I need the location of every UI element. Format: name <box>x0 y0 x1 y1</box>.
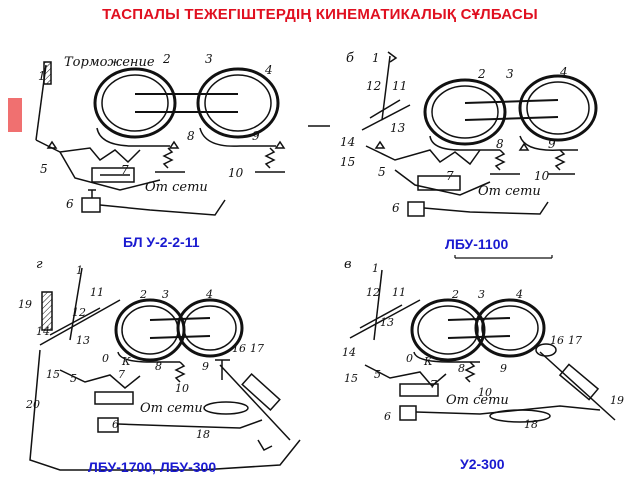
part-label: 15 <box>344 372 358 385</box>
part-label: 13 <box>390 121 406 135</box>
part-label: 14 <box>340 135 355 149</box>
caption-lbu-1700: ЛБУ-1700, ЛБУ-300 <box>88 459 217 475</box>
scheme-lbu-1700-labels: г От сети 0 1 2 3 4 5 6 7 8 9 10 11 12 1… <box>18 257 264 441</box>
scheme-u2-300 <box>349 269 616 423</box>
braking-label: Торможение <box>64 55 155 70</box>
part-label: 3 <box>478 288 485 301</box>
part-label: 19 <box>610 394 624 407</box>
part-label: 5 <box>374 368 381 381</box>
panel-letter: г <box>36 257 43 272</box>
part-label: 20 <box>25 398 40 411</box>
part-label: 4 <box>264 63 273 77</box>
part-label: 17 <box>250 342 264 355</box>
part-label: 7 <box>446 169 454 183</box>
part-label: 13 <box>380 316 394 329</box>
part-label: 10 <box>228 166 244 180</box>
part-label: 9 <box>252 129 260 143</box>
part-label: 18 <box>196 428 210 441</box>
part-label: 9 <box>548 137 556 151</box>
part-label: 1 <box>372 262 379 275</box>
part-label: 2 <box>139 288 147 301</box>
part-label: 18 <box>524 418 538 431</box>
part-label: 12 <box>72 306 86 319</box>
scheme-lbu-1100 <box>361 51 598 217</box>
part-label: 0 <box>406 352 413 365</box>
part-label: 14 <box>342 346 356 359</box>
part-label: 6 <box>66 197 74 211</box>
part-label: 14 <box>36 325 50 338</box>
part-label: 11 <box>392 79 407 93</box>
part-label: 0 <box>102 352 109 365</box>
part-label: 3 <box>162 288 169 301</box>
part-label: 9 <box>500 362 507 375</box>
part-label: 5 <box>378 165 386 179</box>
part-label: 8 <box>187 129 195 143</box>
part-label: 10 <box>478 386 492 399</box>
part-label: 15 <box>340 155 355 169</box>
part-label: 10 <box>534 169 550 183</box>
page-title: ТАСПАЛЫ ТЕЖЕГІШТЕРДІҢ КИНЕМАТИКАЛЫҚ СҰЛБ… <box>102 6 538 23</box>
part-label: 5 <box>40 162 48 176</box>
part-label: 16 <box>550 334 564 347</box>
part-label: 13 <box>76 334 90 347</box>
part-label: 9 <box>202 360 209 373</box>
scheme-u2-300-labels: в От сети 0 1 2 3 4 5 6 7 8 9 10 11 12 1… <box>342 257 624 431</box>
part-label: 19 <box>18 298 32 311</box>
part-label: 2 <box>162 52 171 66</box>
part-label: 1 <box>76 264 83 277</box>
caption-u2-300: У2-300 <box>460 456 505 472</box>
scheme-lbu-1700 <box>29 267 301 471</box>
part-label: 11 <box>90 286 104 299</box>
part-label: 16 <box>232 342 246 355</box>
part-label: 8 <box>458 362 465 375</box>
scheme-blu-2-2-11-labels: Торможение От сети 1 2 3 4 5 6 7 8 9 10 <box>38 52 273 211</box>
part-label: 6 <box>384 410 391 423</box>
bracket-line <box>454 255 553 259</box>
part-label: 5 <box>70 372 77 385</box>
caption-lbu-1100: ЛБУ-1100 <box>445 236 509 252</box>
part-label: 3 <box>205 52 213 66</box>
power-label: От сети <box>140 401 203 416</box>
part-label: 11 <box>392 286 406 299</box>
part-label: 7 <box>121 163 129 177</box>
part-label: 4 <box>205 288 213 301</box>
part-label: 7 <box>430 378 437 391</box>
part-label: 15 <box>46 368 60 381</box>
part-label: 8 <box>155 360 162 373</box>
part-label: 6 <box>392 201 400 215</box>
power-label: От сети <box>145 180 208 195</box>
part-label: К <box>121 355 131 368</box>
part-label: 6 <box>112 418 119 431</box>
part-label: 1 <box>372 51 380 65</box>
part-label: 10 <box>175 382 189 395</box>
part-label: 12 <box>366 286 380 299</box>
panel-letter: б <box>346 51 354 66</box>
part-label: 8 <box>496 137 504 151</box>
part-label: 2 <box>477 67 486 81</box>
power-label: От сети <box>446 393 509 408</box>
caption-blu-2-2-11: БЛ У-2-2-11 <box>123 234 200 250</box>
red-marker <box>8 98 22 132</box>
panel-letter: в <box>344 257 352 272</box>
part-label: 1 <box>38 69 46 83</box>
part-label: 2 <box>451 288 459 301</box>
part-label: 3 <box>506 67 514 81</box>
part-label: 7 <box>118 368 125 381</box>
part-label: К <box>423 355 433 368</box>
part-label: 17 <box>568 334 582 347</box>
part-label: 4 <box>559 65 568 79</box>
part-label: 4 <box>515 288 523 301</box>
part-label: 12 <box>366 79 381 93</box>
power-label: От сети <box>478 184 541 199</box>
scheme-blu-2-2-11 <box>35 61 286 216</box>
scheme-lbu-1100-labels: б От сети 1 2 3 4 5 6 7 8 9 10 11 12 13 … <box>340 51 568 215</box>
